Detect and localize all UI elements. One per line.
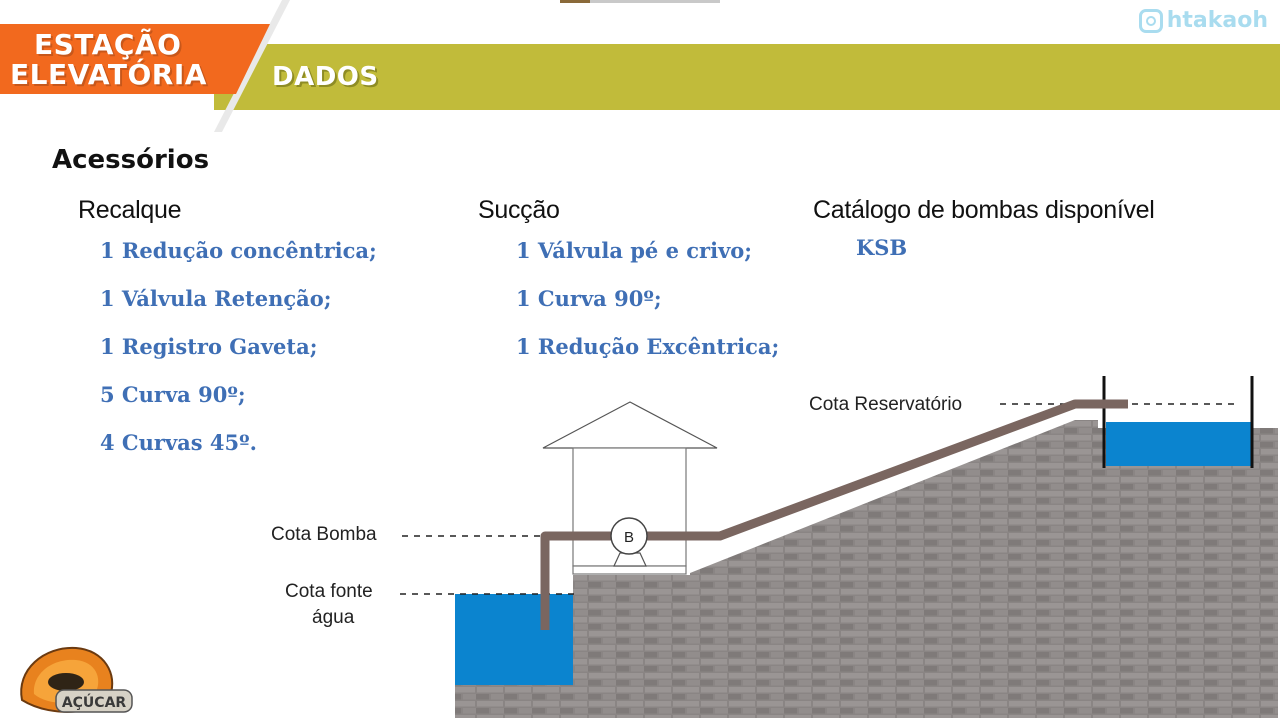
succao-item: 1 Curva 90º; bbox=[516, 286, 662, 311]
catalogo-title: Catálogo de bombas disponível bbox=[813, 196, 1155, 224]
top-accent-line bbox=[560, 0, 720, 3]
logo-plate bbox=[55, 689, 133, 713]
pump-house-roof bbox=[542, 401, 718, 449]
recalque-item: 1 Válvula Retenção; bbox=[100, 286, 332, 311]
watermark-handle: htakaoh bbox=[1166, 8, 1268, 33]
recalque-item: 1 Registro Gaveta; bbox=[100, 334, 318, 359]
cota-fonte-label-line2: água bbox=[312, 607, 355, 628]
orange-banner bbox=[0, 24, 270, 94]
header-title-line2: ELEVATÓRIA bbox=[10, 58, 207, 91]
pump-house-base bbox=[572, 565, 687, 575]
succao-title: Sucção bbox=[478, 196, 560, 224]
recalque-item: 1 Redução concêntrica; bbox=[100, 238, 377, 263]
logo-text: AÇÚCAR bbox=[62, 693, 127, 711]
recalque-title: Recalque bbox=[78, 196, 182, 224]
papaya-seeds bbox=[48, 673, 84, 691]
instagram-watermark: htakaoh bbox=[1138, 8, 1268, 33]
reservoir-water bbox=[1106, 422, 1252, 466]
papaya-logo: AÇÚCAR bbox=[20, 646, 133, 713]
pipe bbox=[540, 399, 1128, 630]
top-accent-line-dark bbox=[560, 0, 590, 3]
succao-item: 1 Redução Excêntrica; bbox=[516, 334, 780, 359]
terrain bbox=[455, 420, 1278, 718]
header-banner bbox=[0, 0, 1280, 132]
banner-slash-shadow bbox=[214, 0, 290, 132]
cota-bomba-label: Cota Bomba bbox=[271, 524, 377, 545]
recalque-item: 5 Curva 90º; bbox=[100, 382, 246, 407]
instagram-icon bbox=[1138, 8, 1163, 33]
olive-banner bbox=[214, 44, 1280, 110]
catalogo-item: KSB bbox=[856, 235, 908, 260]
header-title-line1: ESTAÇÃO bbox=[34, 28, 182, 61]
header-section-title: DADOS bbox=[272, 62, 379, 92]
succao-item: 1 Válvula pé e crivo; bbox=[516, 238, 753, 263]
pump-circle bbox=[610, 517, 648, 555]
cota-reservatorio-label: Cota Reservatório bbox=[809, 394, 963, 415]
recalque-item: 4 Curvas 45º. bbox=[100, 430, 257, 455]
accessories-heading: Acessórios bbox=[52, 145, 210, 175]
pump-label: B bbox=[624, 529, 634, 546]
cota-fonte-label-line1: Cota fonte bbox=[285, 581, 373, 602]
pump-foot bbox=[613, 552, 647, 567]
water-source bbox=[455, 594, 573, 685]
